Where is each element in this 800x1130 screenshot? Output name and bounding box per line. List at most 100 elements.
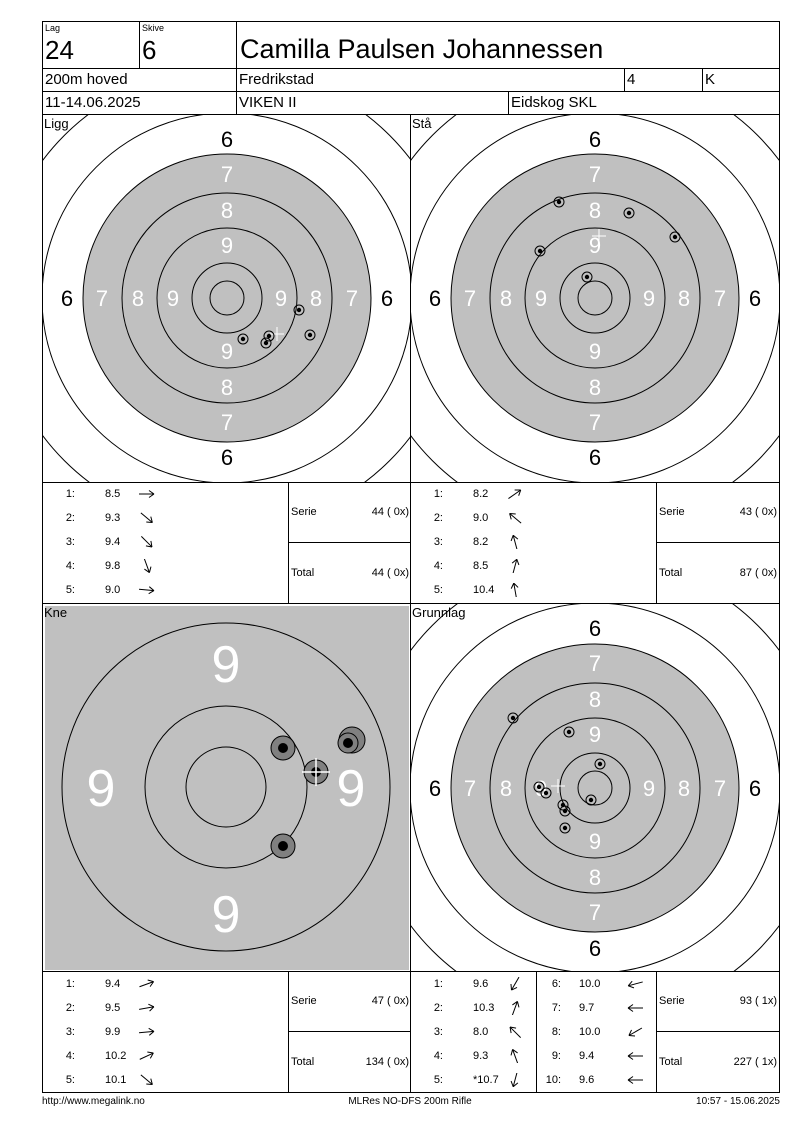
ring-label: 6	[589, 936, 601, 961]
shot-row: 1:8.2	[425, 487, 625, 501]
skive-value: 6	[142, 35, 157, 65]
shot-value: 9.3	[105, 512, 121, 524]
ring-label: 8	[310, 286, 322, 311]
lag-label: Lag	[45, 23, 61, 33]
ring-label: 8	[678, 286, 690, 311]
shot-row: 7:9.7	[543, 1001, 653, 1015]
club: Fredrikstad	[239, 71, 315, 88]
shot-list-grunnlag: 1:9.6 2:10.3 3:8.0 4:9.3 5:*10.7 6:10.0 …	[411, 972, 657, 1092]
arrow-e-icon	[138, 586, 155, 595]
shot-value: 10.4	[473, 584, 495, 596]
shot-mark	[540, 787, 552, 799]
name-cell: Camilla Paulsen Johannessen	[237, 22, 780, 69]
shot-mark	[559, 805, 571, 817]
shot-row: 2:9.5	[57, 1001, 257, 1015]
shot-row: 2:9.3	[57, 511, 257, 525]
shot-row: 4:9.3	[425, 1049, 535, 1063]
club-cell: Fredrikstad	[237, 69, 625, 92]
shot-number: 4:	[65, 1050, 75, 1062]
ring-label: 6	[221, 127, 233, 152]
ring-label: 8	[221, 375, 233, 400]
arrow-se-icon	[140, 535, 153, 548]
serie-box: Serie 47 ( 0x)	[289, 972, 411, 1032]
shot-number: 4:	[433, 560, 443, 572]
series-table-kne: 1:9.4 2:9.5 3:9.9 4:10.2 5:10.1 Serie 47…	[42, 972, 411, 1093]
shot-mark	[669, 231, 681, 243]
total-label: Total	[659, 1056, 683, 1068]
total-value: 134 ( 0x)	[365, 1056, 409, 1068]
shot-row: 4:9.8	[57, 559, 257, 573]
ring-label: 8	[589, 375, 601, 400]
series-table-grunnlag: 1:9.6 2:10.3 3:8.0 4:9.3 5:*10.7 6:10.0 …	[411, 972, 780, 1093]
ring-label: 6	[221, 445, 233, 470]
ring-label: 8	[589, 687, 601, 712]
ring-label: 8	[589, 865, 601, 890]
arrow-ne-icon	[508, 489, 522, 499]
shot-marks	[237, 304, 316, 349]
arrow-w-icon	[627, 1004, 643, 1012]
shot-value: *10.7	[473, 1074, 499, 1086]
shot-number: 5:	[433, 584, 443, 596]
ring-label: 7	[589, 900, 601, 925]
venue-cell: Eidskog SKL	[509, 92, 780, 115]
shot-row: 6:10.0	[543, 977, 653, 991]
ring-label: 9	[589, 233, 601, 258]
total-label: Total	[291, 567, 315, 579]
shot-number: 3:	[433, 1026, 443, 1038]
lag-value: 24	[45, 35, 74, 65]
category: K	[705, 71, 716, 88]
column-divider	[536, 972, 537, 1092]
arrow-s-icon	[143, 559, 152, 573]
ring-label: 9	[275, 286, 287, 311]
ring-label: 6	[589, 127, 601, 152]
ring-label: 8	[132, 286, 144, 311]
ring-label: 7	[589, 162, 601, 187]
arrow-w-icon	[627, 1076, 643, 1084]
shot-value: 9.4	[579, 1050, 595, 1062]
ring-label: 6	[429, 286, 441, 311]
target-panel-sta: Stå 6 6 6 6 7 7 7 7 8 8 8 8 9 9 9 9	[411, 115, 780, 483]
shot-value: 8.0	[473, 1026, 489, 1038]
shot-mark	[559, 822, 571, 834]
shot-row: 5:9.0	[57, 583, 257, 597]
total-label: Total	[659, 567, 683, 579]
total-value: 87 ( 0x)	[739, 567, 777, 579]
ring-label: 9	[643, 286, 655, 311]
ring-label: 8	[500, 776, 512, 801]
shot-list-ligg: 1:8.5 2:9.3 3:9.4 4:9.8 5:9.0	[43, 483, 289, 603]
ring-label: 9	[589, 829, 601, 854]
shooter-name: Camilla Paulsen Johannessen	[240, 34, 604, 64]
shot-number: 1:	[65, 488, 75, 500]
shot-value: 9.6	[473, 978, 489, 990]
target-kne-zoomed: 9 9 9 9	[45, 606, 409, 970]
footer-system: MLRes NO-DFS 200m Rifle	[348, 1096, 472, 1107]
shot-value: 8.5	[473, 560, 489, 572]
shot-value: 9.4	[105, 978, 121, 990]
shot-row: 1:9.4	[57, 977, 257, 991]
klasse-cell: 4	[625, 69, 703, 92]
ring-label: 6	[589, 445, 601, 470]
shot-mark	[585, 794, 597, 806]
skive-label: Skive	[142, 23, 165, 33]
shot-number: 2:	[433, 512, 443, 524]
serie-value: 43 ( 0x)	[739, 506, 777, 518]
footer-url-link[interactable]: http://www.megalink.no	[42, 1096, 145, 1107]
shot-row: 8:10.0	[543, 1025, 653, 1039]
shot-number: 1:	[433, 978, 443, 990]
serie-label: Serie	[291, 506, 317, 518]
ring-label: 7	[221, 162, 233, 187]
shot-value: 9.3	[473, 1050, 489, 1062]
target-panel-ligg: Ligg 6 6 6 6 7 7 7 7 8 8 8 8 9 9 9 9	[42, 115, 411, 483]
shot-marks	[507, 712, 606, 834]
shot-mark	[623, 207, 635, 219]
ring-label: 6	[429, 776, 441, 801]
shot-row: 3:9.4	[57, 535, 257, 549]
shot-number: 5:	[65, 584, 75, 596]
shot-mark	[534, 245, 546, 257]
summary-kne: Serie 47 ( 0x) Total 134 ( 0x)	[289, 972, 411, 1092]
ring-label: 9	[221, 339, 233, 364]
shot-row: 3: 8.0	[425, 1025, 535, 1039]
shot-mark	[533, 781, 545, 793]
target-panel-grunnlag: Grunnlag 6 6 6 6 7 7 7 7 8 8 8 8 9 9 9 9	[411, 604, 780, 972]
ring-label: 7	[96, 286, 108, 311]
